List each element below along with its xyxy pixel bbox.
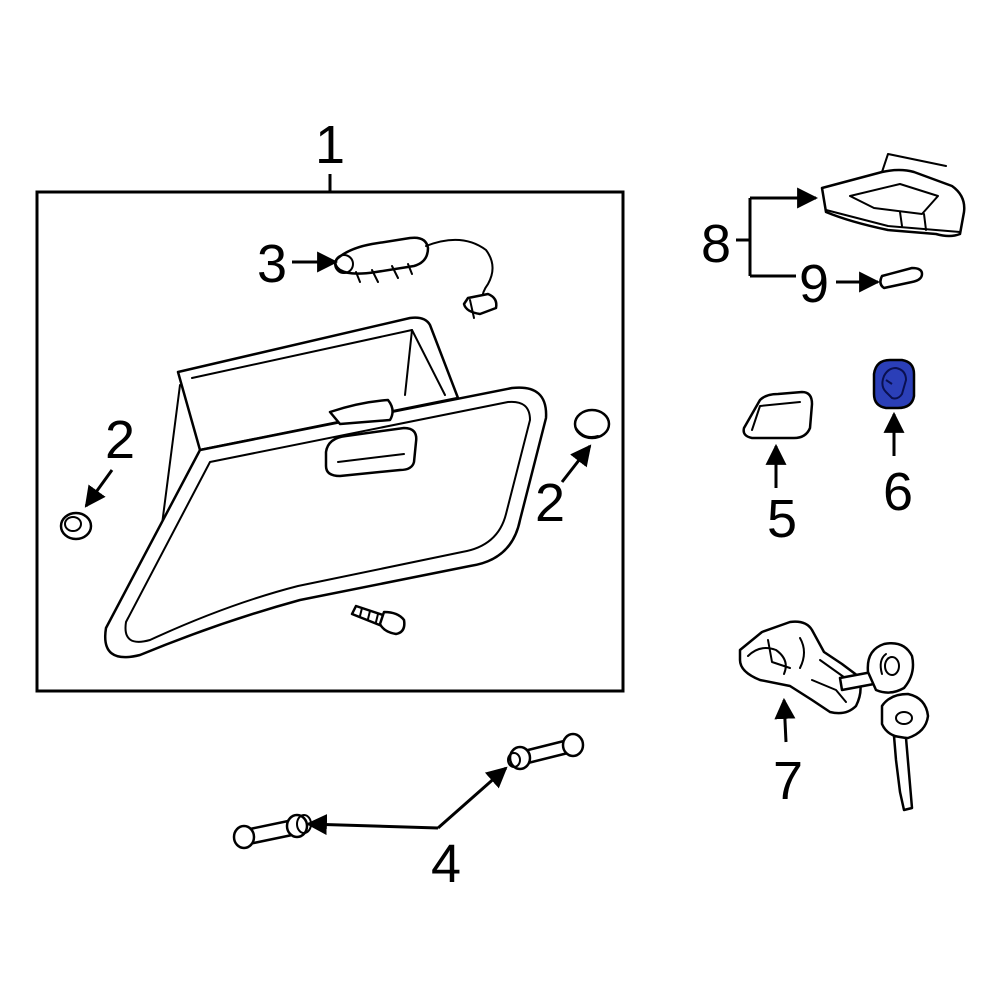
hinge-pin-left[interactable] — [232, 813, 312, 850]
callout-2a: 2 — [105, 410, 135, 470]
screw[interactable] — [350, 604, 406, 636]
bumper-right[interactable] — [573, 408, 611, 440]
callout-6: 6 — [883, 462, 913, 522]
callout-9: 9 — [799, 254, 829, 314]
callout-3: 3 — [257, 234, 287, 294]
clip-highlighted[interactable] — [872, 358, 916, 410]
callout-5: 5 — [767, 489, 797, 549]
callout-4: 4 — [431, 834, 461, 894]
callout-2a-leader — [84, 469, 114, 508]
callout-7-leader — [774, 697, 796, 743]
bumper-left[interactable] — [59, 511, 93, 541]
callout-1: 1 — [315, 115, 345, 175]
bulb[interactable] — [879, 266, 924, 290]
lock-with-keys[interactable] — [738, 620, 930, 812]
callout-2b: 2 — [535, 473, 565, 533]
cover[interactable] — [742, 390, 814, 440]
callout-8: 8 — [701, 214, 731, 274]
glove-box[interactable] — [103, 316, 548, 659]
hinge-pin-right[interactable] — [507, 732, 585, 771]
lamp-assembly[interactable] — [334, 236, 498, 319]
callout-4-leader-left — [305, 814, 439, 836]
lamp-housing[interactable] — [820, 153, 966, 238]
callout-7: 7 — [773, 751, 803, 811]
callout-4-leader-right — [437, 766, 508, 830]
callout-2b-leader — [560, 444, 592, 483]
